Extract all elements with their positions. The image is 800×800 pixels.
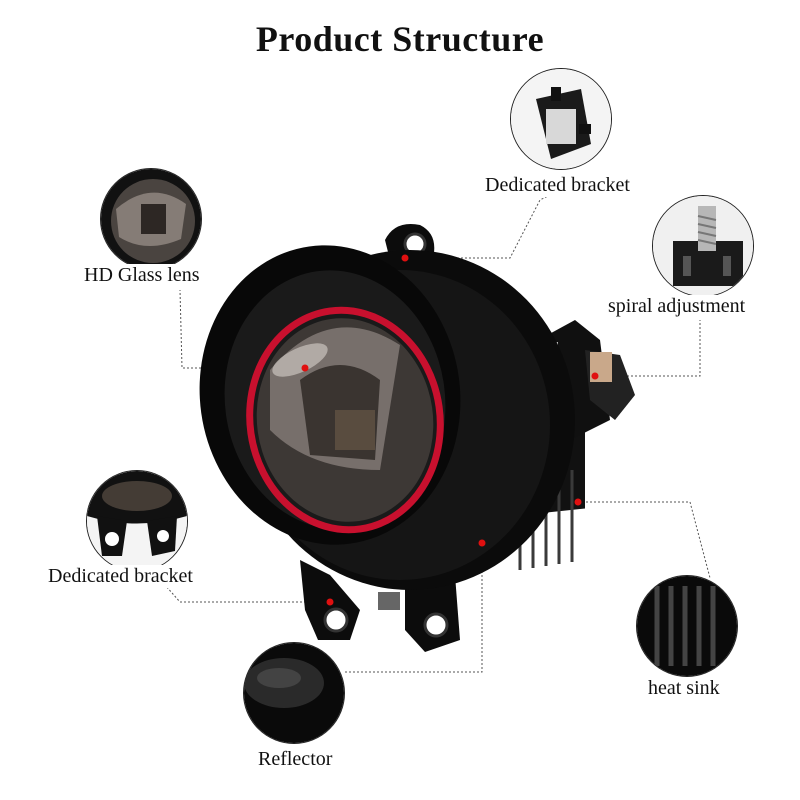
thumb-dedicated-bracket-left	[86, 470, 188, 572]
label-heat-sink: heat sink	[646, 677, 722, 700]
leader-line-heatsink	[578, 501, 711, 579]
thumb-spiral-adjustment	[652, 195, 754, 297]
leader-line-reflector	[345, 543, 483, 673]
marker-bracket-left	[326, 598, 334, 606]
page-title: Product Structure	[255, 19, 545, 59]
label-hd-glass-lens: HD Glass lens	[82, 264, 202, 287]
thumb-dedicated-bracket-top	[510, 68, 612, 170]
leader-line-bracket-left	[164, 584, 330, 603]
label-dedicated-bracket-top: Dedicated bracket	[483, 174, 632, 197]
leader-line-spiral	[595, 320, 701, 377]
thumb-heat-sink	[636, 575, 738, 677]
marker-lens	[301, 364, 309, 372]
marker-spiral	[591, 372, 599, 380]
thumb-reflector	[243, 642, 345, 744]
label-spiral-adjustment: spiral adjustment	[606, 295, 748, 318]
markers	[301, 254, 599, 606]
thumb-hd-glass-lens	[100, 168, 202, 270]
glass-lens	[256, 318, 434, 522]
label-dedicated-bracket-left: Dedicated bracket	[46, 565, 195, 588]
marker-bracket-top	[401, 254, 409, 262]
marker-reflector	[478, 539, 486, 547]
label-reflector: Reflector	[256, 748, 335, 771]
marker-heatsink	[574, 498, 582, 506]
